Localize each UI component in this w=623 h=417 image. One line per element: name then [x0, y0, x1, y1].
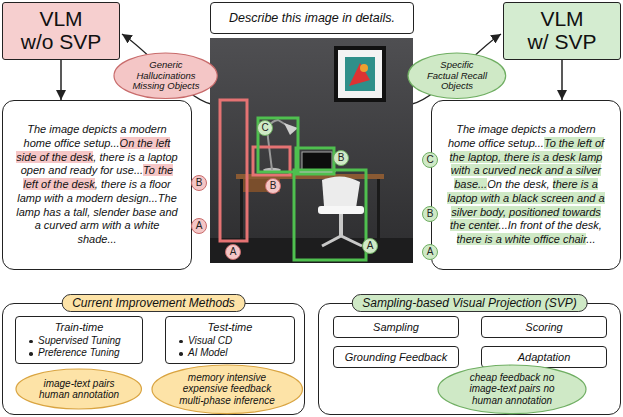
response-segment: ...In front of the desk,: [499, 219, 602, 231]
ellipse-shape: [16, 369, 141, 409]
box-label: VLM: [39, 8, 82, 31]
method-item: Test-time: [208, 321, 253, 333]
drawing-part: [302, 152, 332, 171]
drawing-part: [334, 46, 386, 102]
office-photo: [210, 38, 413, 263]
callout-letter: A: [422, 244, 438, 260]
ellipse-text-wrap: image-text pairs human annotation: [36, 378, 122, 400]
panel-heading: Current Improvement Methods: [61, 294, 246, 312]
step-box: Sampling: [333, 316, 459, 338]
method-item: Preference Tuning: [22, 347, 120, 360]
response-segment: there is a white office chair: [457, 233, 587, 245]
drawing-part: [318, 206, 364, 214]
callout-letter: C: [257, 120, 273, 136]
ellipse-shape: [438, 365, 586, 414]
box-label: Adaptation: [518, 351, 571, 363]
ellipse-shape: [152, 365, 302, 414]
response-text: The image depicts a modern home office s…: [15, 123, 179, 247]
callout-letter: A: [225, 244, 241, 260]
response-segment: ...: [586, 233, 595, 245]
callout-letter: C: [422, 152, 438, 168]
drawing-part: [294, 170, 366, 260]
drawing-part: [258, 118, 298, 172]
drawing-part: [338, 50, 382, 98]
drawing-part: [339, 214, 343, 236]
model-box: VLMw/ SVP: [503, 2, 621, 60]
ellipse-shape: [114, 53, 217, 98]
box-label: Sampling: [373, 321, 419, 333]
drawing-part: [377, 179, 380, 241]
box-label: VLM: [540, 8, 583, 31]
ellipse-text-wrap: memory intensive expensive feedback mult…: [175, 372, 279, 406]
drawing-part: [349, 63, 370, 86]
box-label: w/ SVP: [528, 31, 597, 54]
method-item: AI Model: [172, 347, 227, 360]
ellipse-text-wrap: Generic Hallucinations Missing Objects: [131, 60, 201, 91]
drawing-part: [284, 123, 298, 135]
svp-panel: Sampling-based Visual Projection (SVP)Sa…: [318, 303, 621, 415]
prompt-box: Describe this image in details.: [210, 2, 414, 34]
method-box: Train-timeSupervised TuningPreference Tu…: [15, 316, 143, 364]
drawing-part: [322, 176, 360, 209]
method-item: Supervised Tuning: [22, 335, 121, 348]
ellipse-shape: [408, 53, 506, 98]
flow-arrow: [60, 60, 62, 100]
callout-letter: A: [362, 238, 378, 254]
ellipse-label: Generic Hallucinations Missing Objects: [131, 60, 201, 91]
drawing-part: [322, 236, 362, 246]
callout-letter: B: [422, 206, 438, 222]
box-label: Grounding Feedback: [345, 351, 448, 363]
step-box: Scoring: [481, 316, 607, 338]
box-label: Describe this image in details.: [229, 11, 395, 25]
finding-ellipse: Generic Hallucinations Missing Objects: [113, 52, 218, 99]
box-label: Scoring: [525, 321, 562, 333]
ellipse-label: memory intensive expensive feedback mult…: [175, 372, 279, 406]
response-box: The image depicts a modern home office s…: [431, 100, 621, 270]
flow-arrow: [561, 60, 563, 100]
desk: [236, 174, 384, 241]
response-segment: On the desk,: [487, 178, 552, 190]
box-label: w/o SVP: [21, 31, 102, 54]
callout-letter: B: [265, 178, 281, 194]
response-box: The image depicts a modern home office s…: [2, 100, 192, 270]
ellipse-label: cheap feedback no image-text pairs no hu…: [463, 372, 561, 406]
callout-letter: B: [333, 150, 349, 166]
ellipse-label: image-text pairs human annotation: [36, 378, 122, 400]
ellipse-label: Specific Factual Recall Objects: [424, 60, 490, 91]
bounding-boxes: [220, 100, 366, 260]
ellipse-text-wrap: Specific Factual Recall Objects: [424, 60, 490, 91]
panel-heading: Sampling-based Visual Projection (SVP): [351, 294, 588, 312]
methods-panel: Current Improvement MethodsTrain-timeSup…: [2, 303, 305, 415]
drawing-part: [360, 64, 368, 72]
method-item: Visual CD: [172, 335, 232, 348]
ellipse-text-wrap: cheap feedback no image-text pairs no hu…: [463, 372, 561, 406]
benefit-ellipse: cheap feedback no image-text pairs no hu…: [437, 364, 587, 415]
drawing-part: [240, 179, 243, 241]
office-chair: [318, 176, 364, 246]
response-text: The image depicts a modern home office s…: [444, 123, 608, 247]
drawing-part: [345, 57, 375, 91]
callout-letter: A: [191, 218, 207, 234]
finding-ellipse: Specific Factual Recall Objects: [407, 52, 507, 99]
method-box: Test-timeVisual CDAI Model: [165, 316, 295, 364]
drawback-ellipse: image-text pairs human annotation: [15, 368, 142, 410]
drawback-ellipse: memory intensive expensive feedback mult…: [151, 364, 303, 415]
step-box: Grounding Feedback: [333, 346, 459, 368]
callout-letter: B: [191, 175, 207, 191]
wall-picture: [334, 46, 386, 102]
drawing-part: [220, 100, 247, 241]
drawing-part: [210, 38, 413, 263]
method-item: Train-time: [55, 321, 104, 333]
model-box: VLMw/o SVP: [2, 2, 120, 60]
